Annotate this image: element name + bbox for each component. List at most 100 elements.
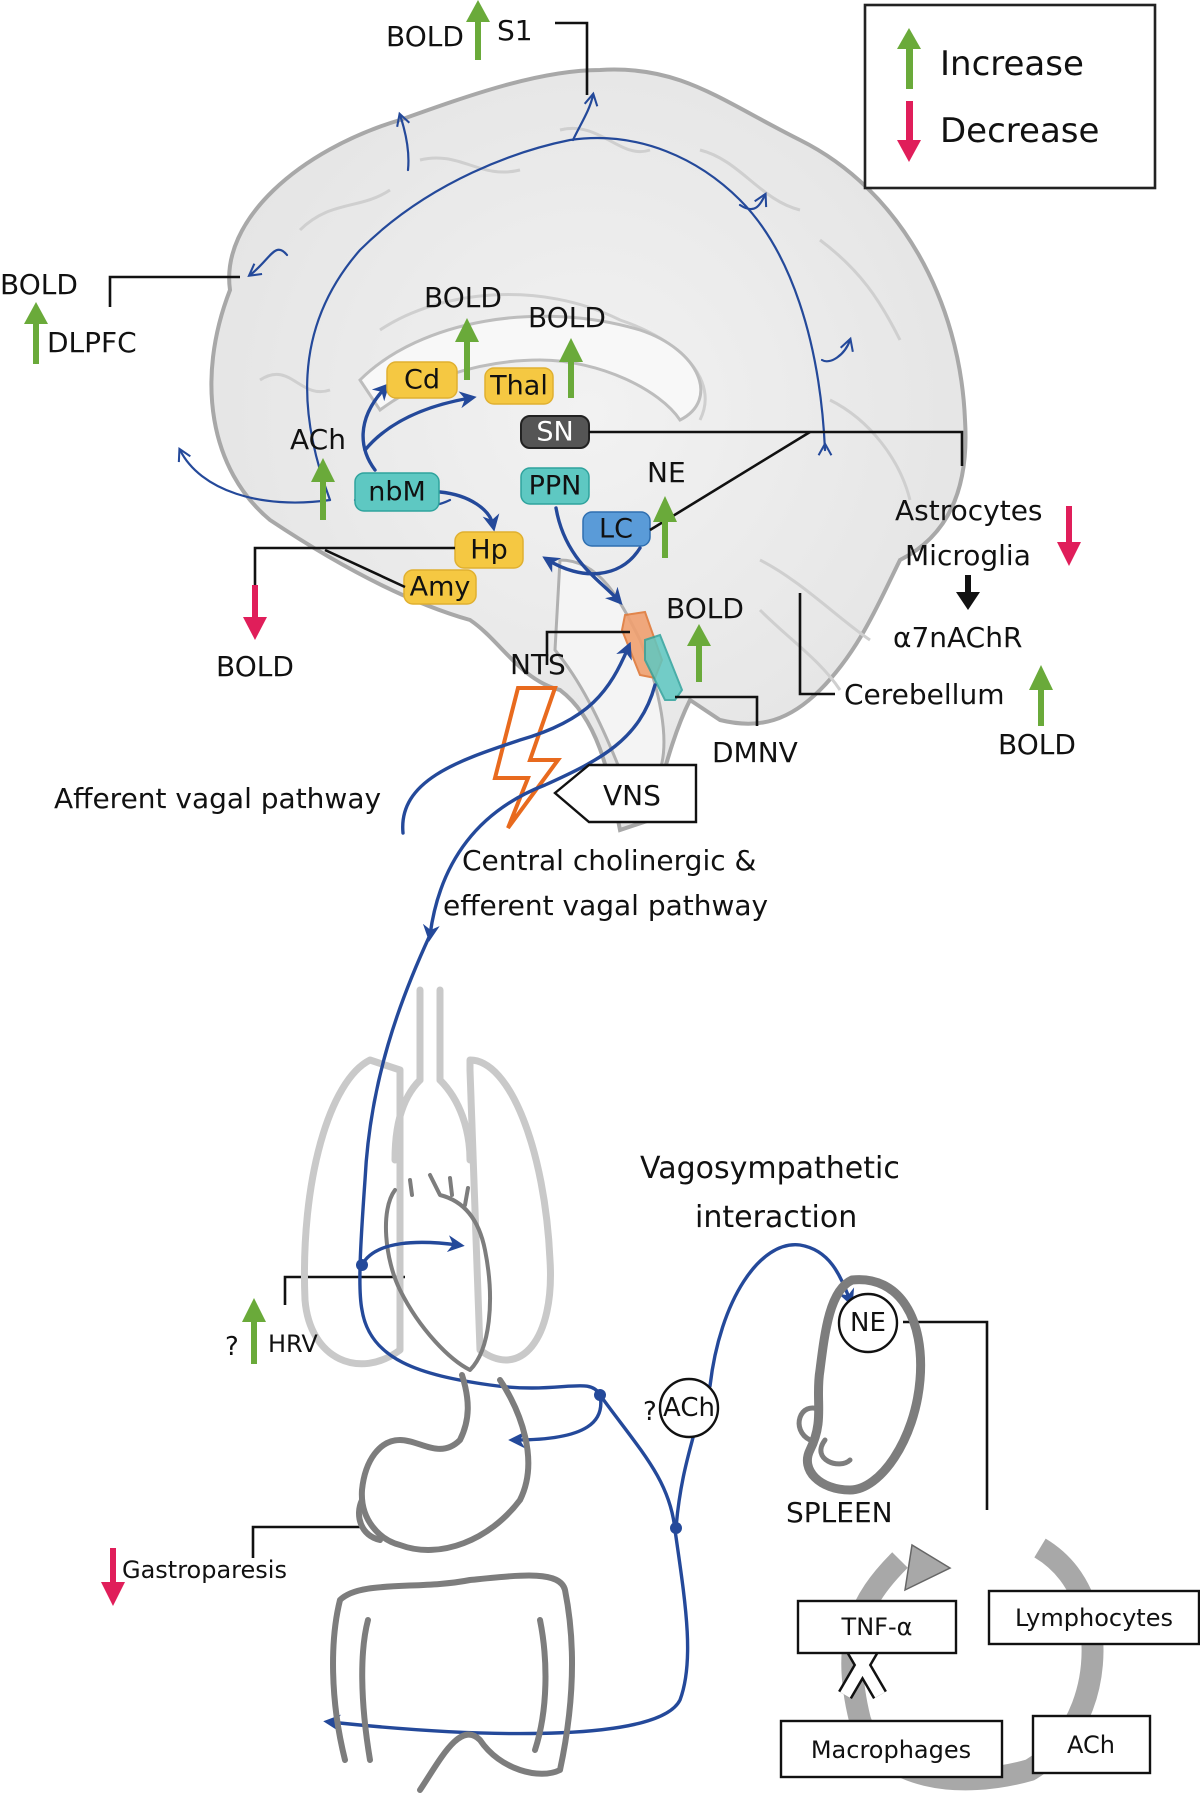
efferent-pathway-label-1: Central cholinergic &: [462, 844, 756, 877]
vagosympathetic-label-2: interaction: [695, 1200, 857, 1235]
ach-circle: ACh: [658, 1377, 720, 1439]
indicator-arrows: [24, 0, 1081, 1606]
a7nachr-label: α7nAChR: [893, 621, 1022, 654]
node-cd-label: Cd: [404, 365, 440, 396]
brain-outline: [209, 67, 968, 833]
dlpfc-label: DLPFC: [47, 326, 137, 359]
legend-increase-label: Increase: [940, 44, 1084, 84]
legend-decrease-label: Decrease: [940, 111, 1099, 151]
node-hp: Hp: [454, 531, 524, 569]
lymphocytes-label: Lymphocytes: [1015, 1604, 1173, 1632]
ne-circle-label: NE: [850, 1308, 886, 1338]
afferent-pathway-label: Afferent vagal pathway: [54, 782, 381, 815]
tnf-label: TNF-α: [841, 1613, 913, 1641]
dlpfc-bold-label: BOLD: [0, 268, 78, 301]
sn-leader: [589, 430, 964, 466]
increase-arrow-ach: [311, 458, 335, 520]
projection-branch: [177, 446, 332, 504]
microglia-to-receptor-arrow: [956, 575, 980, 610]
large-intestine-illustration: [330, 1572, 575, 1793]
cortical-projection-arc: [306, 136, 827, 502]
afferent-vagal-nerve: [401, 641, 632, 835]
hrv-leader: [283, 1275, 405, 1305]
increase-arrow-ne: [653, 496, 677, 558]
lc-to-hp-arrow: [542, 546, 642, 576]
projection-branch: [738, 191, 768, 211]
node-nbm: nbM: [354, 472, 440, 512]
ach-box: ACh: [1031, 1714, 1152, 1775]
astrocytes-label: Astrocytes: [895, 494, 1043, 527]
decrease-arrow-hp: [243, 585, 267, 640]
microglia-label: Microglia: [905, 539, 1031, 572]
nbm-to-thal-arrow: [363, 391, 477, 452]
nts-leader: [545, 630, 630, 665]
ne-label: NE: [647, 456, 686, 489]
hp-leader: [253, 546, 455, 590]
node-ppn-label: PPN: [529, 471, 582, 502]
spleen-leader: [903, 1320, 989, 1510]
node-cd: Cd: [386, 361, 458, 399]
lc-leader: [649, 430, 811, 532]
node-hp-label: Hp: [470, 535, 507, 566]
decrease-arrow-gastro: [101, 1548, 125, 1606]
heart-branch-node: [356, 1259, 368, 1271]
node-nbm-label: nbM: [368, 477, 426, 508]
node-ppn: PPN: [520, 467, 590, 505]
ach-question-mark: ?: [643, 1397, 657, 1427]
cerebellum-label: Cerebellum: [844, 678, 1004, 711]
brain-illustration: [209, 67, 968, 833]
vagosympathetic-label-1: Vagosympathetic: [640, 1151, 900, 1186]
node-sn-label: SN: [536, 417, 573, 448]
increase-arrow-dlpfc: [24, 302, 48, 364]
dmnv-leader: [675, 695, 759, 726]
increase-arrow-cd: [455, 318, 479, 380]
hp-amy-bold-label: BOLD: [216, 650, 294, 683]
heart-illustration: [384, 1173, 492, 1372]
node-lc-label: LC: [599, 514, 633, 545]
ppn-to-nts-arrow: [554, 506, 623, 606]
projection-branch: [571, 91, 599, 142]
cycle-arrowhead: [904, 1543, 952, 1592]
cerebellum-leader: [798, 593, 835, 696]
legend: Increase Decrease: [863, 3, 1157, 190]
vns-callout[interactable]: VNS: [553, 763, 698, 824]
ach-box-label: ACh: [1067, 1731, 1115, 1759]
immune-cycle: TNF-α Lymphocytes Macrophages ACh: [779, 1538, 1200, 1791]
node-lc: LC: [582, 511, 651, 547]
s1-bold-label: BOLD: [386, 20, 464, 53]
s1-leader: [555, 21, 589, 95]
legend-increase-icon: [897, 28, 921, 89]
corpus-callosum: [358, 314, 703, 422]
nbm-to-hp-arrow: [438, 490, 500, 532]
spleen-illustration: [796, 1275, 926, 1495]
increase-arrow-s1: [466, 0, 490, 60]
projection-branch: [247, 248, 289, 278]
legend-decrease-icon: [897, 101, 921, 162]
ach-circle-label: ACh: [663, 1393, 715, 1423]
spleen-branch-upper: [708, 1243, 855, 1388]
increase-arrow-nts: [687, 624, 711, 682]
increase-arrow-hrv: [242, 1298, 266, 1364]
dmnv-label: DMNV: [712, 736, 798, 769]
heart-branch-nerve: [360, 1235, 465, 1267]
increase-arrow-thal: [559, 338, 583, 398]
vns-label: VNS: [603, 779, 661, 812]
projection-branch: [396, 111, 411, 172]
projection-branch: [820, 336, 854, 363]
ne-circle: NE: [837, 1292, 899, 1354]
gastro-leader: [251, 1525, 365, 1558]
spleen-branch-lower: [674, 1428, 697, 1530]
cerebellum-bold-label: BOLD: [998, 728, 1076, 761]
decrease-arrow-glia: [1057, 506, 1081, 566]
hrv-question-mark: ?: [225, 1332, 239, 1362]
ach-label: ACh: [290, 423, 346, 456]
efferent-vagal-nerve: [422, 683, 657, 942]
nbm-to-cd-arrow: [361, 383, 390, 472]
node-amy-label: Amy: [410, 572, 471, 603]
legend-box: [863, 3, 1157, 190]
node-amy: Amy: [403, 569, 477, 605]
increase-arrow-cerebellum: [1029, 665, 1053, 726]
macrophages-box: Macrophages: [779, 1719, 1004, 1779]
efferent-pathway-label-2: efferent vagal pathway: [443, 889, 768, 922]
gastroparesis-label: Gastroparesis: [122, 1556, 287, 1584]
